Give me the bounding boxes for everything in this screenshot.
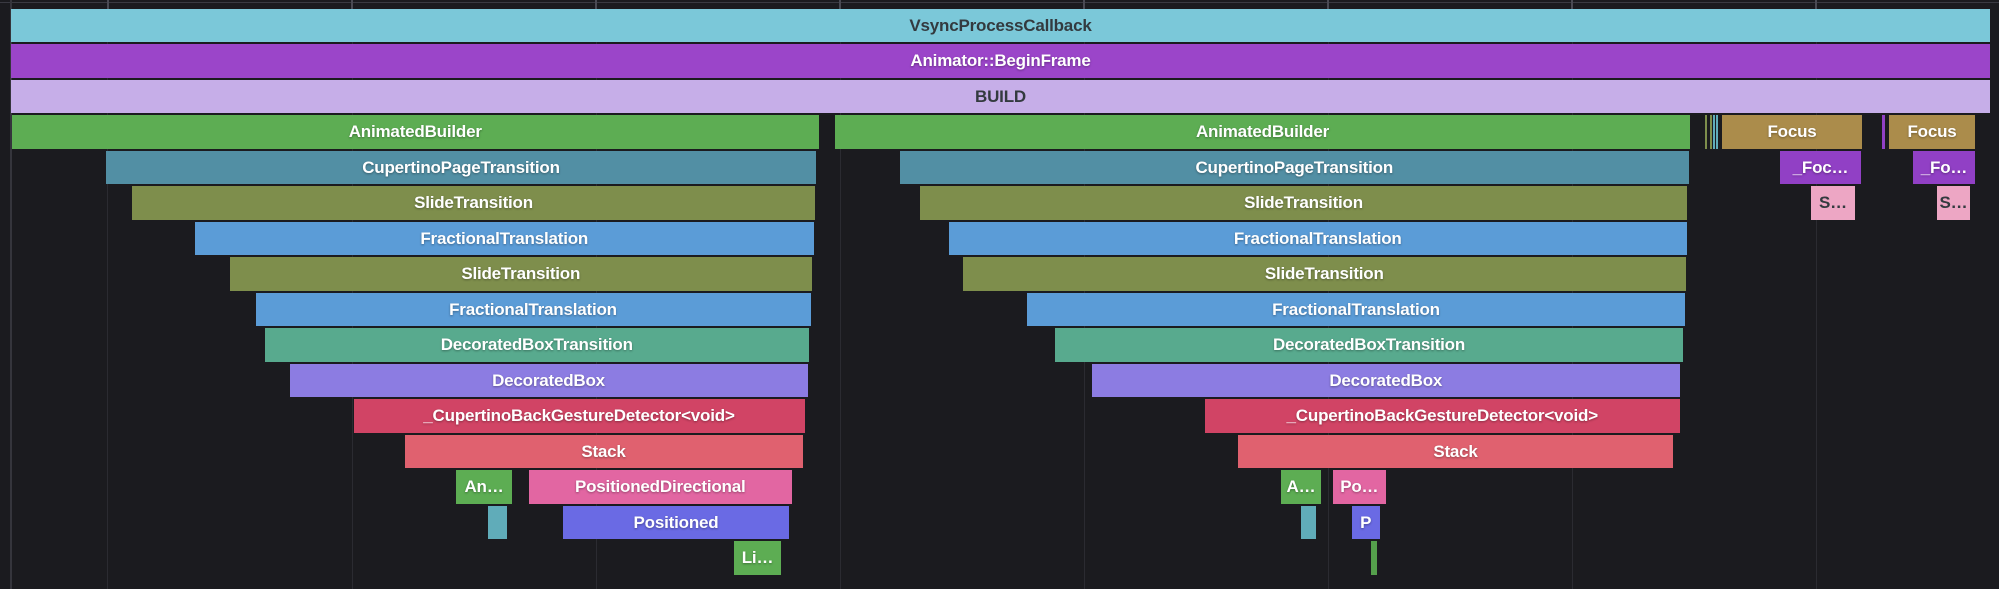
timeline-gridline (107, 9, 108, 589)
flame-bar[interactable]: An… (456, 470, 512, 504)
flame-bar[interactable]: CupertinoPageTransition (899, 150, 1689, 184)
timeline-tick (106, 0, 109, 9)
timeline-tick (351, 0, 353, 9)
flame-bar[interactable]: Stack (1238, 434, 1673, 468)
flame-bar[interactable]: SlideTransition (963, 257, 1686, 291)
flame-bar[interactable]: CupertinoPageTransition (106, 150, 816, 184)
flame-bar[interactable]: FractionalTranslation (1027, 292, 1685, 326)
flame-bar[interactable]: S… (1811, 186, 1855, 220)
flame-bar[interactable]: A… (1281, 470, 1321, 504)
flame-bar[interactable]: FractionalTranslation (255, 292, 811, 326)
flame-bar-sliver[interactable] (1713, 115, 1715, 149)
flame-bar[interactable]: Focus (1722, 115, 1862, 149)
flame-bar[interactable]: PositionedDirectional (528, 470, 792, 504)
flame-bar-sliver[interactable] (488, 505, 507, 539)
flame-bar[interactable]: DecoratedBoxTransition (1055, 328, 1683, 362)
flame-bar[interactable]: S… (1937, 186, 1970, 220)
flame-bar[interactable]: P (1351, 505, 1380, 539)
flame-bar[interactable]: BUILD (11, 79, 1990, 113)
flame-bar[interactable]: Positioned (563, 505, 789, 539)
flame-bar[interactable]: Animator::BeginFrame (11, 44, 1990, 78)
flame-bar[interactable]: Focus (1889, 115, 1975, 149)
timeline-ruler (0, 2, 1999, 3)
flame-bar[interactable]: SlideTransition (229, 257, 812, 291)
flame-bar[interactable]: _Foc… (1780, 150, 1861, 184)
chart-left-boundary (10, 0, 12, 589)
flame-bar-sliver[interactable] (1300, 505, 1316, 539)
timeline-tick (1815, 0, 1817, 9)
flame-bar[interactable]: Li… (734, 541, 781, 575)
timeline-gridline (1815, 9, 1817, 589)
flame-bar[interactable]: DecoratedBox (1092, 363, 1680, 397)
flame-bar-sliver[interactable] (1371, 541, 1377, 575)
flame-bar[interactable]: AnimatedBuilder (11, 115, 819, 149)
timeline-tick (595, 0, 597, 9)
flame-bar[interactable]: FractionalTranslation (195, 221, 814, 255)
flame-bar[interactable]: AnimatedBuilder (835, 115, 1690, 149)
flame-bar-sliver[interactable] (1882, 115, 1885, 149)
flame-bar[interactable]: DecoratedBox (289, 363, 808, 397)
flame-bar[interactable]: FractionalTranslation (949, 221, 1687, 255)
timeline-tick (1083, 0, 1085, 9)
flame-bar[interactable]: Stack (404, 434, 803, 468)
timeline-tick (839, 0, 841, 9)
timeline-tick (1571, 0, 1573, 9)
flame-bar[interactable]: VsyncProcessCallback (11, 8, 1990, 42)
flame-bar[interactable]: SlideTransition (132, 186, 815, 220)
timeline-gridline (839, 9, 841, 589)
flame-bar-sliver[interactable] (1704, 115, 1707, 149)
flame-bar[interactable]: SlideTransition (920, 186, 1687, 220)
flame-bar-sliver[interactable] (1716, 115, 1718, 149)
flame-bar[interactable]: _CupertinoBackGestureDetector<void> (1205, 399, 1680, 433)
flame-bar[interactable]: Po… (1332, 470, 1386, 504)
flame-bar[interactable]: DecoratedBoxTransition (264, 328, 809, 362)
flame-bar[interactable]: _CupertinoBackGestureDetector<void> (353, 399, 805, 433)
flame-bar[interactable]: _Fo… (1913, 150, 1975, 184)
flame-bar-sliver[interactable] (1709, 115, 1712, 149)
timeline-tick (1327, 0, 1329, 9)
